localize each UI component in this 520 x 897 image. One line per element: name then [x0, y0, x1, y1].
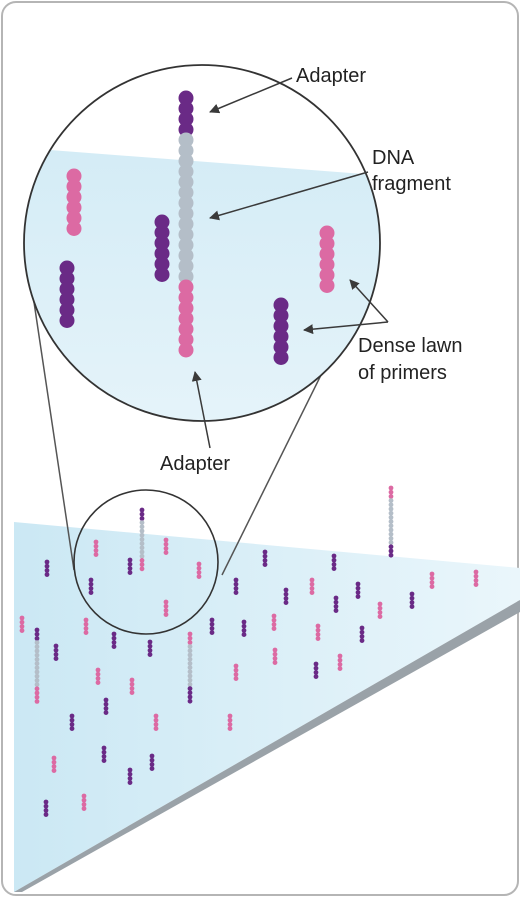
label-dna: DNA: [372, 147, 415, 169]
label-fragment: fragment: [372, 173, 451, 195]
cluster-strand: [188, 632, 193, 704]
primer-strand: [155, 215, 170, 283]
cluster-strand: [140, 508, 145, 572]
primer-strand: [67, 169, 82, 237]
dna-fragment-strand: [179, 91, 194, 358]
cluster-strand: [389, 486, 394, 558]
label-of-primers: of primers: [358, 362, 447, 384]
primer-strand: [274, 298, 289, 366]
label-adapter-bottom: Adapter: [160, 453, 230, 475]
primer-strand: [60, 261, 75, 329]
label-adapter-top: Adapter: [296, 65, 366, 87]
primer-strand: [320, 226, 335, 294]
label-dense-lawn: Dense lawn: [358, 335, 463, 357]
